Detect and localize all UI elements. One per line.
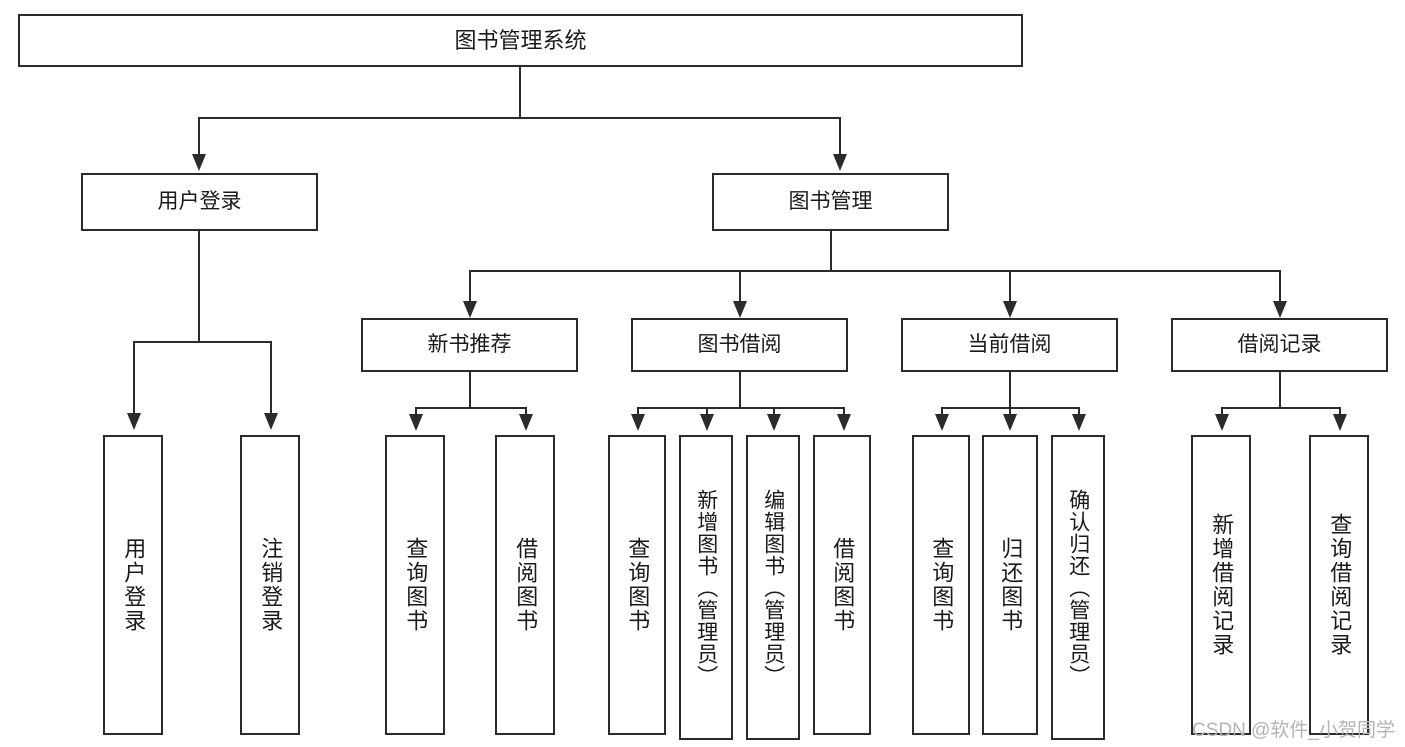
leaf-add-record[interactable]: 新增借阅记录 [1191,435,1251,735]
connector-book-manage-to-l3-3 [1009,270,1011,303]
leaf-edit-book[interactable]: 编辑图书（管理员） [746,435,800,740]
connector-book-manage-bus [469,270,1279,272]
leaf-label: 借阅图书 [513,537,539,633]
node-label: 借阅记录 [1237,332,1322,356]
arrow-current-borrow-to-leaf-3 [1072,414,1086,431]
connector-root-bus [198,117,841,119]
leaf-borrow-book-1[interactable]: 借阅图书 [495,435,555,735]
leaf-label: 新增借阅记录 [1209,513,1235,657]
arrow-new-book-to-leaf-1 [409,414,423,431]
connector-new-book-bus [415,407,525,409]
connector-book-manage-to-l3-2 [739,270,741,303]
arrow-book-manage-to-l3-4 [1273,301,1287,318]
connector-book-borrow-bus [637,407,843,409]
node-label: 图书管理系统 [454,27,587,53]
connector-current-borrow-to-leaf-3 [1078,407,1080,417]
arrow-book-borrow-to-leaf-1 [631,414,645,431]
node-book-manage[interactable]: 图书管理 [712,173,949,231]
leaf-label: 借阅图书 [830,537,856,633]
node-label: 图书借阅 [697,332,782,356]
arrow-book-manage-to-l3-2 [733,301,747,318]
leaf-logout[interactable]: 注销登录 [240,435,300,735]
connector-borrow-record-to-leaf-2 [1339,407,1341,417]
arrow-user-login-to-leaf-1 [127,413,141,430]
connector-user-login-to-leaf-2 [270,341,272,415]
leaf-query-book-3[interactable]: 查询图书 [912,435,970,735]
arrow-current-borrow-to-leaf-2 [1003,414,1017,431]
node-root-system[interactable]: 图书管理系统 [18,14,1023,67]
node-new-book-recommend[interactable]: 新书推荐 [361,318,578,372]
connector-book-manage-stem [830,231,832,270]
connector-borrow-record-to-leaf-1 [1221,407,1223,417]
connector-borrow-record-stem [1279,372,1281,407]
leaf-return-book[interactable]: 归还图书 [982,435,1038,735]
connector-current-borrow-to-leaf-1 [941,407,943,417]
leaf-label: 注销登录 [258,537,284,633]
connector-book-borrow-to-leaf-2 [706,407,708,417]
leaf-user-login[interactable]: 用户登录 [103,435,163,735]
arrow-root-to-book-manage [833,154,847,171]
leaf-confirm-return[interactable]: 确认归还（管理员） [1051,435,1105,740]
leaf-label: 确认归还（管理员） [1066,488,1090,687]
node-label: 新书推荐 [427,332,512,356]
node-book-borrow[interactable]: 图书借阅 [631,318,848,372]
node-label: 当前借阅 [967,332,1052,356]
leaf-label: 编辑图书（管理员） [761,488,785,687]
leaf-query-book-1[interactable]: 查询图书 [385,435,445,735]
connector-user-login-stem [198,231,200,341]
arrow-borrow-record-to-leaf-2 [1333,414,1347,431]
arrow-book-manage-to-l3-3 [1003,301,1017,318]
leaf-label: 归还图书 [998,537,1024,633]
leaf-query-record[interactable]: 查询借阅记录 [1309,435,1369,735]
leaf-label: 查询图书 [625,537,651,633]
connector-new-book-stem [469,372,471,407]
connector-book-manage-to-l3-1 [469,270,471,303]
node-current-borrow[interactable]: 当前借阅 [901,318,1118,372]
node-label: 图书管理 [788,189,873,213]
arrow-book-borrow-to-leaf-3 [767,414,781,431]
connector-new-book-to-leaf-2 [525,407,527,417]
connector-book-borrow-to-leaf-3 [773,407,775,417]
connector-book-borrow-to-leaf-4 [843,407,845,417]
connector-root-stem [519,67,521,117]
connector-book-manage-to-l3-4 [1279,270,1281,303]
leaf-label: 用户登录 [121,537,147,633]
leaf-add-book[interactable]: 新增图书（管理员） [679,435,733,740]
connector-book-borrow-stem [739,372,741,407]
leaf-label: 查询图书 [403,537,429,633]
arrow-root-to-user-login [192,154,206,171]
arrow-new-book-to-leaf-2 [519,414,533,431]
arrow-book-manage-to-l3-1 [463,301,477,318]
leaf-label: 查询图书 [929,537,955,633]
connector-borrow-record-bus [1221,407,1339,409]
leaf-borrow-book-2[interactable]: 借阅图书 [813,435,871,735]
leaf-query-book-2[interactable]: 查询图书 [608,435,666,735]
node-borrow-record[interactable]: 借阅记录 [1171,318,1388,372]
connector-current-borrow-to-leaf-2 [1009,407,1011,417]
arrow-current-borrow-to-leaf-1 [935,414,949,431]
connector-book-borrow-to-leaf-1 [637,407,639,417]
connector-user-login-to-leaf-1 [133,341,135,415]
connector-new-book-to-leaf-1 [415,407,417,417]
node-user-login[interactable]: 用户登录 [81,173,318,231]
arrow-book-borrow-to-leaf-2 [700,414,714,431]
arrow-user-login-to-leaf-2 [264,413,278,430]
node-label: 用户登录 [157,189,242,213]
connector-user-login-bus [133,341,270,343]
connector-root-to-book-manage [839,117,841,156]
arrow-borrow-record-to-leaf-1 [1215,414,1229,431]
arrow-book-borrow-to-leaf-4 [837,414,851,431]
connector-current-borrow-stem [1009,372,1011,407]
connector-root-to-user-login [198,117,200,156]
leaf-label: 新增图书（管理员） [694,488,718,687]
leaf-label: 查询借阅记录 [1327,513,1353,657]
